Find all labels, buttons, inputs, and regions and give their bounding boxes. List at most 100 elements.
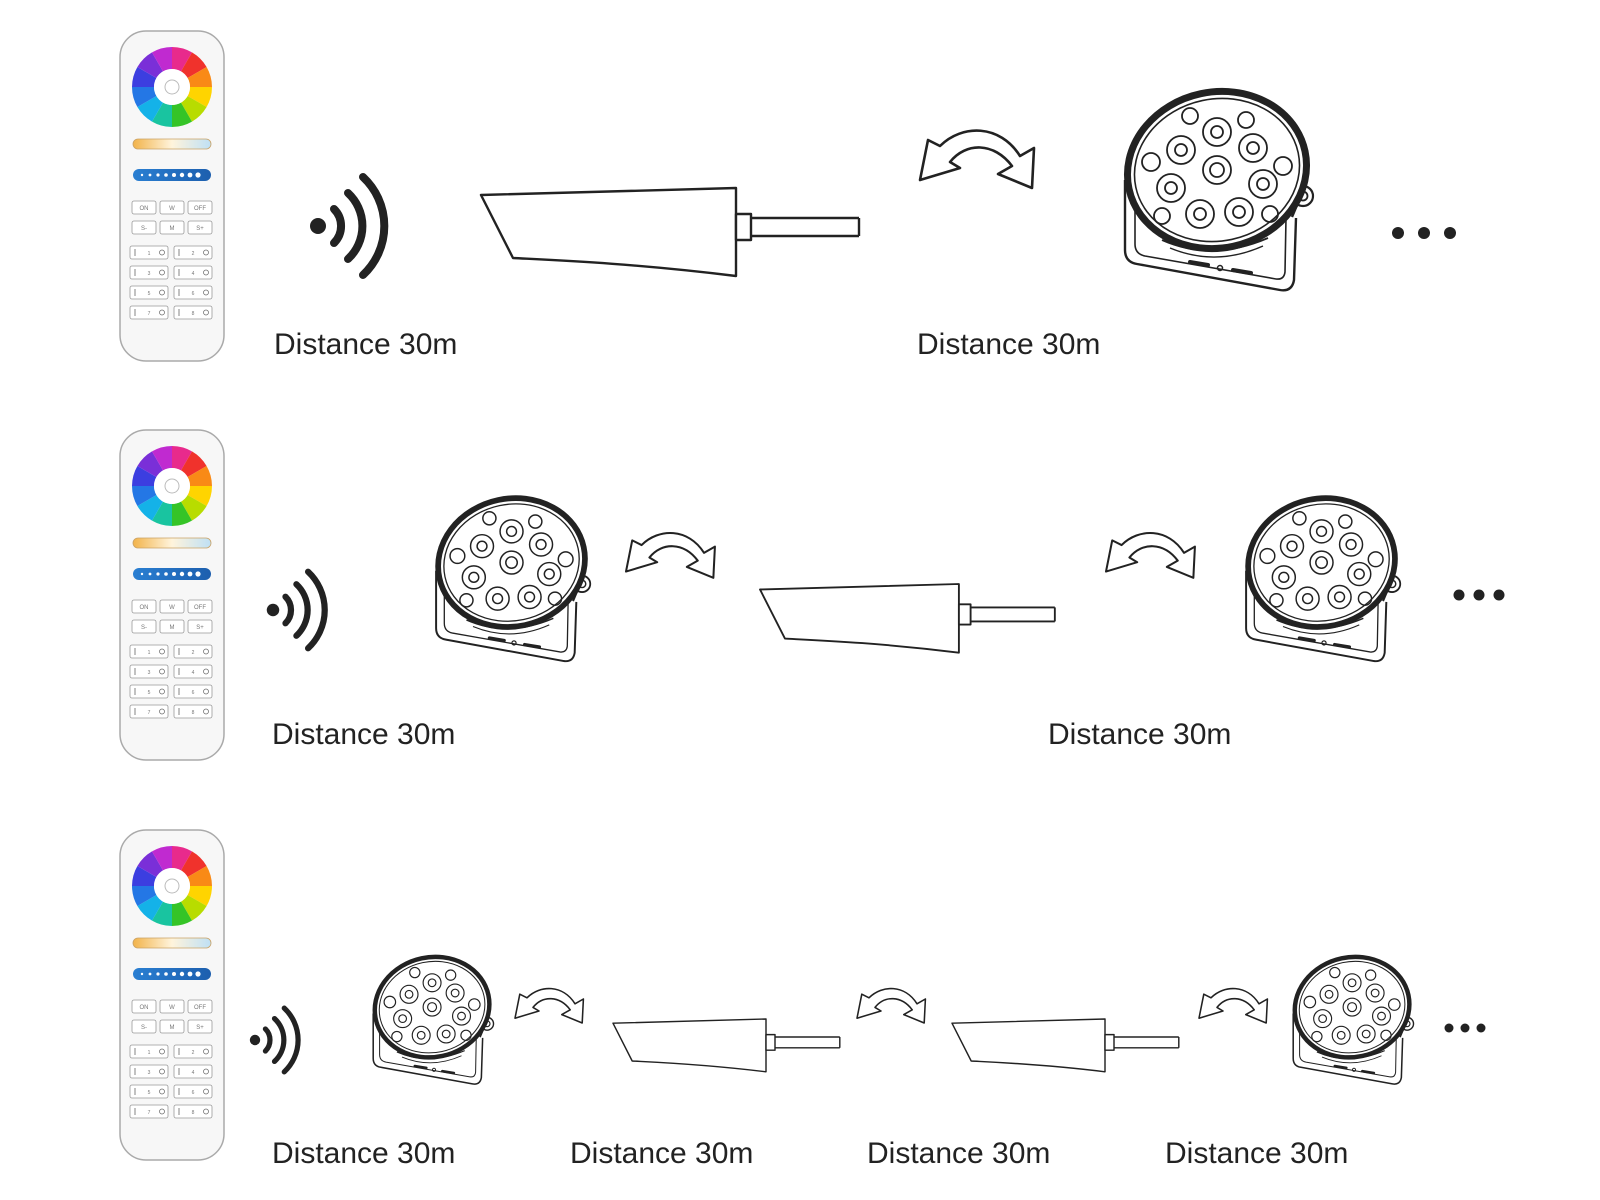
remote-key-label: M xyxy=(170,226,175,232)
remote-mid-button-2 xyxy=(187,1019,213,1034)
remote-key-label: S- xyxy=(141,226,147,232)
zone-number: 8 xyxy=(192,710,195,716)
spotlight xyxy=(365,946,498,1084)
zone-number: 8 xyxy=(192,1110,195,1116)
zone-number: 3 xyxy=(148,670,151,676)
color-temperature-slider xyxy=(132,138,212,150)
zone-button-3 xyxy=(129,664,169,679)
zone-number: 2 xyxy=(192,251,195,257)
amplifier xyxy=(479,186,861,278)
remote-mid-button-1 xyxy=(159,619,185,634)
distance-label: Distance 30m xyxy=(917,328,1100,361)
distance-label: Distance 30m xyxy=(1165,1137,1348,1170)
forward-arrow-icon xyxy=(514,987,585,1024)
zone-button-7 xyxy=(129,704,169,719)
zone-button-6 xyxy=(173,684,213,699)
zone-button-8 xyxy=(173,1104,213,1119)
zone-number: 6 xyxy=(192,291,195,297)
remote-key-label: OFF xyxy=(194,1005,206,1011)
zone-button-4 xyxy=(173,1064,213,1079)
zone-button-5 xyxy=(129,684,169,699)
zone-number: 7 xyxy=(148,311,151,317)
zone-button-6 xyxy=(173,285,213,300)
remote-top-button-0 xyxy=(131,200,157,215)
continuation-dots-icon xyxy=(1453,589,1505,601)
zone-button-4 xyxy=(173,265,213,280)
remote-key-label: M xyxy=(170,625,175,631)
zone-number: 3 xyxy=(148,1070,151,1076)
forward-arrow-icon xyxy=(1104,531,1196,579)
continuation-dots-icon xyxy=(1444,1023,1486,1033)
zone-number: 1 xyxy=(148,650,151,656)
remote-key-label: W xyxy=(169,605,175,611)
zone-button-7 xyxy=(129,1104,169,1119)
zone-button-1 xyxy=(129,245,169,260)
remote-key-label: S+ xyxy=(196,625,204,631)
zone-number: 7 xyxy=(148,1110,151,1116)
spotlight xyxy=(1285,946,1418,1084)
forward-arrow-icon xyxy=(624,531,716,579)
remote-key-label: OFF xyxy=(194,605,206,611)
zone-number: 5 xyxy=(148,291,151,297)
zone-number: 5 xyxy=(148,690,151,696)
amplifier xyxy=(612,1018,841,1073)
forward-arrow-icon xyxy=(1198,987,1269,1024)
remote-mid-button-1 xyxy=(159,1019,185,1034)
spotlight xyxy=(1236,485,1407,662)
zone-number: 6 xyxy=(192,1090,195,1096)
signal-waves-icon xyxy=(250,1008,298,1072)
distance-label: Distance 30m xyxy=(272,718,455,751)
color-temperature-slider xyxy=(132,537,212,549)
remote-top-button-2 xyxy=(187,999,213,1014)
distance-label: Distance 30m xyxy=(867,1137,1050,1170)
zone-button-1 xyxy=(129,644,169,659)
zone-number: 1 xyxy=(148,1050,151,1056)
remote-top-button-1 xyxy=(159,999,185,1014)
zone-button-4 xyxy=(173,664,213,679)
remote-mid-button-2 xyxy=(187,220,213,235)
remote-key-label: W xyxy=(169,1005,175,1011)
remote-top-button-2 xyxy=(187,200,213,215)
zone-button-2 xyxy=(173,245,213,260)
remote-key-label: S+ xyxy=(196,226,204,232)
zone-button-7 xyxy=(129,305,169,320)
remote-mid-button-1 xyxy=(159,220,185,235)
zone-button-1 xyxy=(129,1044,169,1059)
zone-button-3 xyxy=(129,265,169,280)
remote-top-button-2 xyxy=(187,599,213,614)
distance-label: Distance 30m xyxy=(570,1137,753,1170)
zone-button-6 xyxy=(173,1084,213,1099)
zone-number: 4 xyxy=(192,271,195,277)
zone-button-3 xyxy=(129,1064,169,1079)
zone-number: 2 xyxy=(192,650,195,656)
zone-button-5 xyxy=(129,285,169,300)
zone-button-5 xyxy=(129,1084,169,1099)
zone-number: 1 xyxy=(148,251,151,257)
remote-key-label: ON xyxy=(140,206,149,212)
zone-number: 2 xyxy=(192,1050,195,1056)
signal-waves-icon xyxy=(267,572,325,648)
spotlight xyxy=(1113,75,1322,290)
zone-number: 4 xyxy=(192,670,195,676)
zone-number: 4 xyxy=(192,1070,195,1076)
zone-number: 6 xyxy=(192,690,195,696)
amplifier xyxy=(951,1018,1180,1073)
zone-number: 3 xyxy=(148,271,151,277)
remote-mid-button-0 xyxy=(131,220,157,235)
distance-label: Distance 30m xyxy=(274,328,457,361)
zone-number: 8 xyxy=(192,311,195,317)
distance-label: Distance 30m xyxy=(272,1137,455,1170)
color-temperature-slider xyxy=(132,937,212,949)
zone-number: 7 xyxy=(148,710,151,716)
remote-top-button-0 xyxy=(131,999,157,1014)
spotlight xyxy=(426,485,597,662)
color-wheel-icon xyxy=(131,46,213,128)
remote-key-label: S- xyxy=(141,1025,147,1031)
forward-arrow-icon xyxy=(918,129,1036,190)
remote-key-label: ON xyxy=(140,1005,149,1011)
zone-button-2 xyxy=(173,644,213,659)
continuation-dots-icon xyxy=(1392,227,1456,239)
